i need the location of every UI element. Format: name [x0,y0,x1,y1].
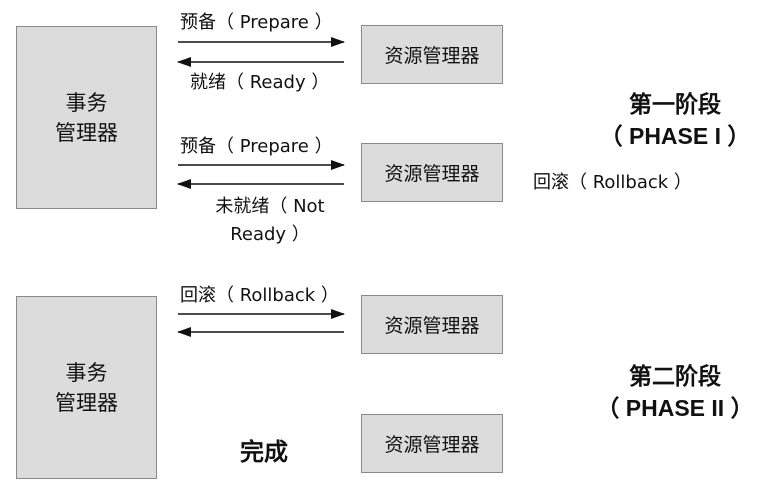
resource-manager-4: 资源管理器 [361,414,503,473]
prepare-label-1: 预备（ Prepare ） [180,12,333,33]
phase2-subtitle: （ PHASE II ） [596,395,754,421]
phase1-title: 第一阶段 （ PHASE I ） [590,88,760,152]
resource-manager-2: 资源管理器 [361,143,503,202]
phase1-title-text: 第一阶段 [629,91,721,117]
resource-manager-label: 资源管理器 [384,45,480,67]
resource-manager-1: 资源管理器 [361,25,503,84]
not-ready-line1: 未就绪（ Not [215,196,325,217]
transaction-manager-label: 事务 管理器 [55,90,118,145]
resource-manager-label: 资源管理器 [384,315,480,337]
transaction-manager-phase1: 事务 管理器 [16,26,157,209]
resource-manager-label: 资源管理器 [384,163,480,185]
phase2-title: 第二阶段 （ PHASE II ） [590,360,760,424]
resource-manager-label: 资源管理器 [384,434,480,456]
rollback-label: 回滚（ Rollback ） [180,285,339,306]
not-ready-label: 未就绪（ Not Ready ） [200,196,340,246]
phase1-subtitle: （ PHASE I ） [599,123,751,149]
phase2-title-text: 第二阶段 [629,363,721,389]
not-ready-line2: Ready ） [230,224,310,245]
ready-label-1: 就绪（ Ready ） [190,72,330,93]
prepare-label-2: 预备（ Prepare ） [180,136,333,157]
resource-manager-3: 资源管理器 [361,295,503,354]
transaction-manager-phase2: 事务 管理器 [16,296,157,479]
transaction-manager-label: 事务 管理器 [55,360,118,415]
rollback-note: 回滚（ Rollback ） [533,172,692,193]
done-label: 完成 [240,438,288,466]
